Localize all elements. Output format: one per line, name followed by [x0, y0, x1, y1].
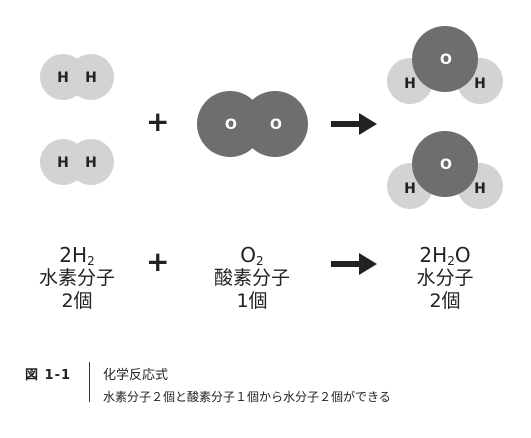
oxygen-count: 1個: [236, 290, 268, 312]
h-atom-label: H: [57, 155, 69, 171]
water-formula: 2H2O: [419, 243, 471, 268]
hydrogen-molecule-2: H H: [40, 139, 114, 185]
h-atom-label: H: [404, 181, 416, 197]
o-atom-label: O: [270, 117, 282, 133]
oxygen-molecule: O O: [197, 91, 308, 157]
water-molecule-2: O H H: [387, 131, 503, 209]
h-atom-label: H: [474, 76, 486, 92]
o-atom-label: O: [225, 117, 237, 133]
hydrogen-count: 2個: [61, 290, 93, 312]
hydrogen-label: 2H2 水素分子 2個: [25, 244, 129, 313]
hydrogen-formula: 2H2: [59, 243, 95, 268]
oxygen-name: 酸素分子: [213, 267, 290, 289]
h-atom-label: H: [85, 155, 97, 171]
o-atom-label: O: [440, 157, 452, 173]
plus-operator-top: +: [146, 105, 170, 138]
o-atom-label: O: [440, 52, 452, 68]
caption-divider: [89, 362, 90, 402]
oxygen-label: O2 酸素分子 1個: [200, 244, 304, 313]
water-name: 水分子: [416, 267, 474, 289]
h-atom-label: H: [57, 70, 69, 86]
water-count: 2個: [429, 290, 461, 312]
h-atom-label: H: [474, 181, 486, 197]
reaction-arrow-icon: [331, 113, 377, 135]
caption-description: 水素分子２個と酸素分子１個から水分子２個ができる: [103, 390, 391, 404]
equation-arrow-icon: [331, 253, 377, 275]
figure-number: 図 1-1: [25, 368, 72, 383]
h-atom-label: H: [85, 70, 97, 86]
caption-title: 化学反応式: [103, 368, 169, 383]
water-molecule-1: O H H: [387, 26, 503, 104]
h-atom-label: H: [404, 76, 416, 92]
hydrogen-molecule-1: H H: [40, 54, 114, 100]
plus-operator-equation: +: [146, 245, 170, 278]
water-label: 2H2O 水分子 2個: [393, 244, 497, 313]
oxygen-formula: O2: [240, 243, 264, 268]
hydrogen-name: 水素分子: [38, 267, 115, 289]
